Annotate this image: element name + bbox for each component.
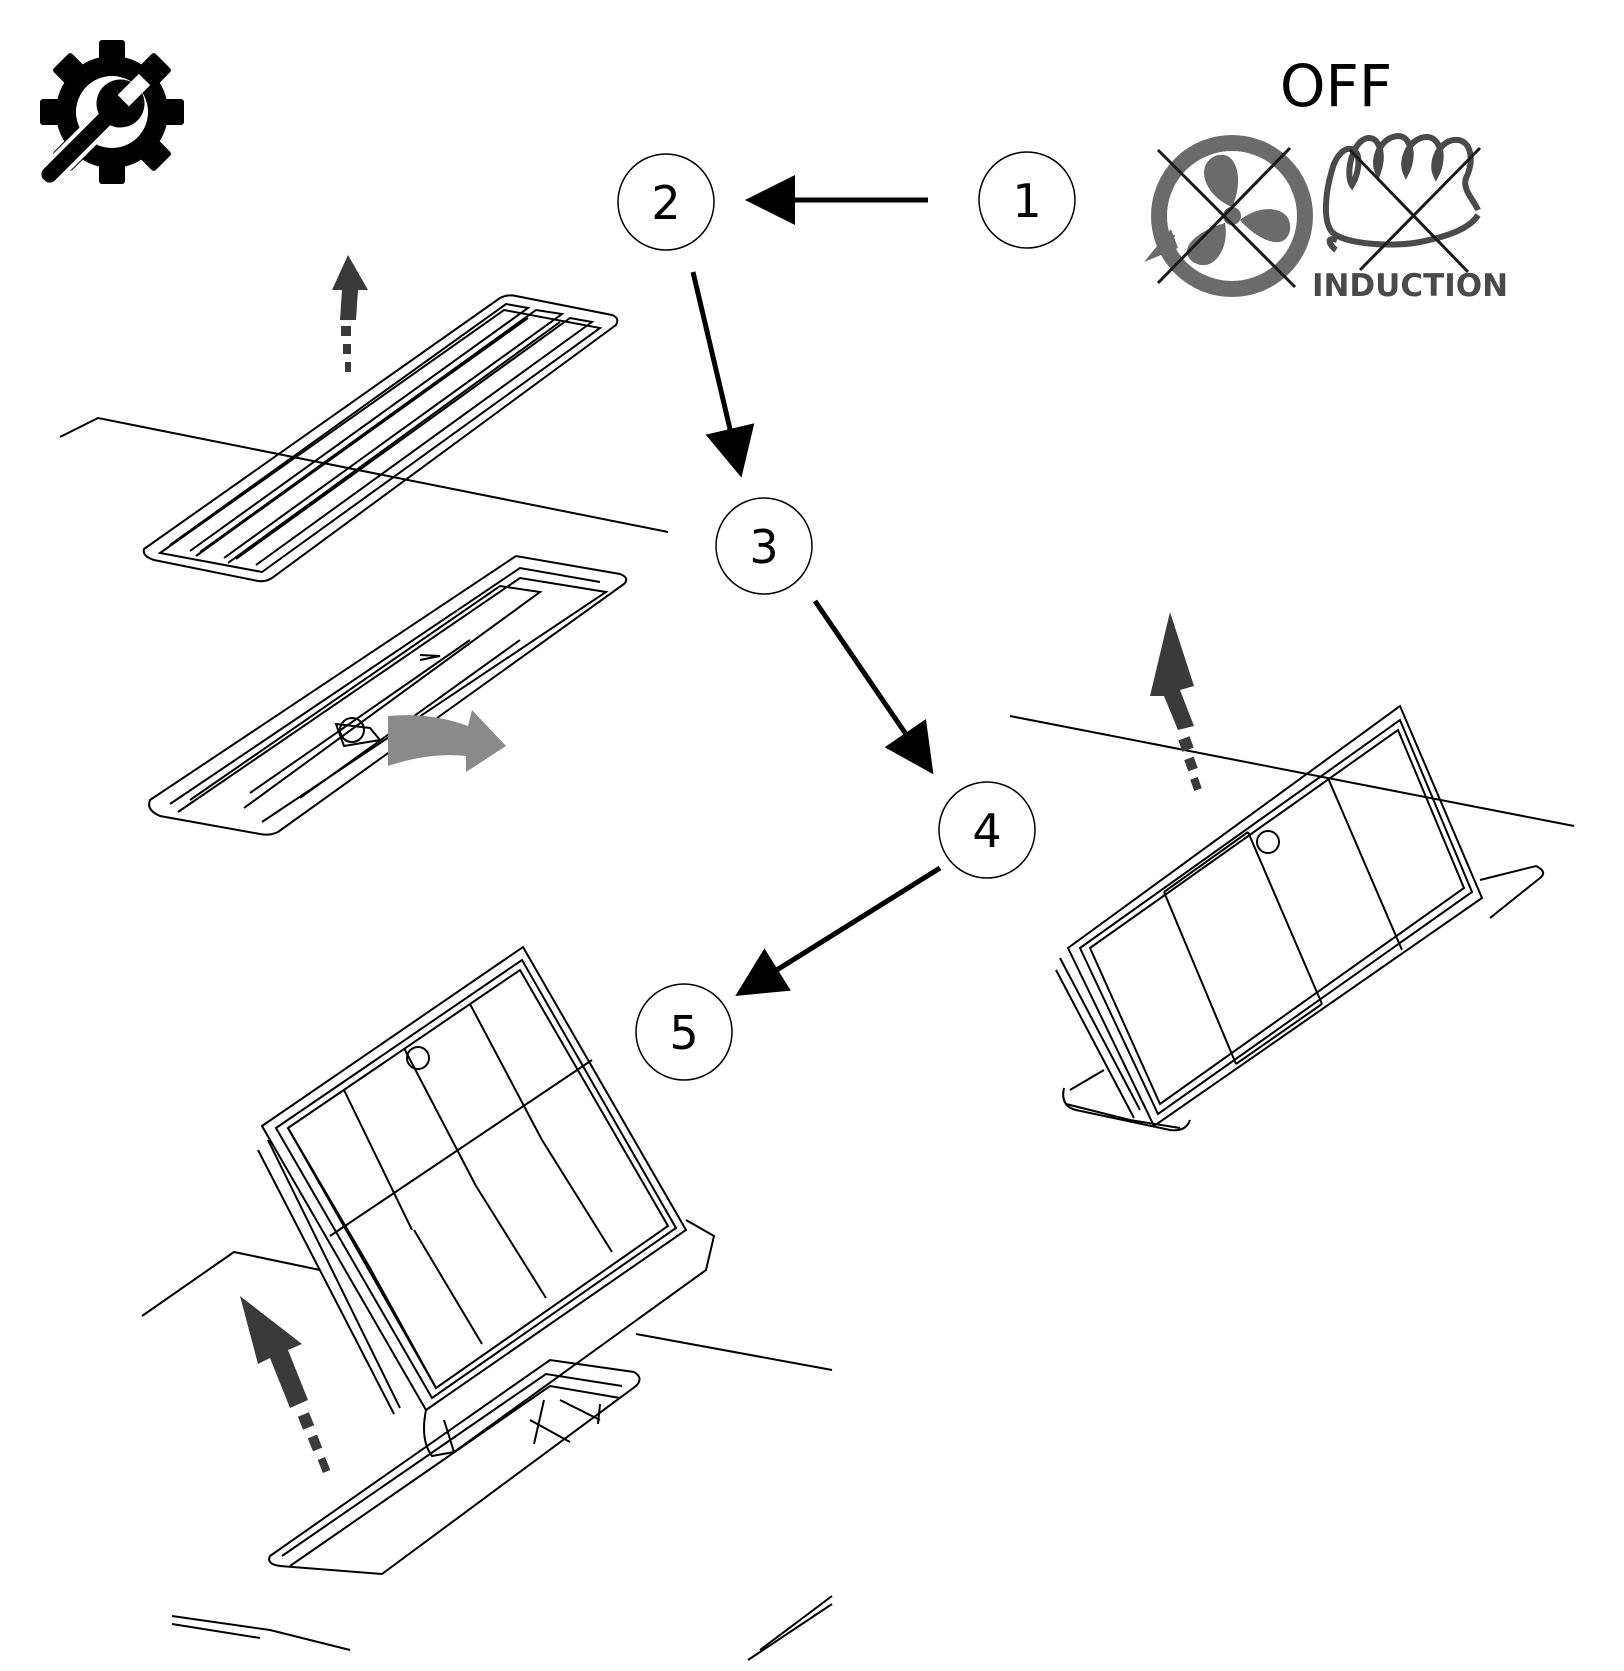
lift-arrow-bottom: [240, 1296, 331, 1473]
filter-housing: [148, 554, 628, 836]
step-2-marker: 2: [617, 153, 715, 251]
induction-coil-icon: [1322, 132, 1481, 253]
step-2-number: 2: [651, 176, 680, 230]
filter-raised-illustration: [1009, 704, 1575, 1132]
vent-grille: [142, 294, 619, 583]
induction-label: INDUCTION: [1312, 268, 1508, 304]
arrow-2-to-3: [690, 271, 755, 478]
step-1-marker: 1: [978, 151, 1076, 249]
step-4-marker: 4: [938, 781, 1036, 879]
step-5-marker: 5: [635, 983, 733, 1081]
step-1-number: 1: [1012, 174, 1041, 228]
sequence-arrows: [690, 175, 942, 996]
arrow-4-to-5: [735, 865, 942, 996]
lift-arrow: [332, 255, 368, 372]
filter-lift-out-illustration: [141, 945, 833, 1661]
step-5-number: 5: [669, 1006, 698, 1060]
gear-wrench-icon: [36, 40, 184, 188]
step-3-marker: 3: [715, 497, 813, 595]
arrow-3-to-4: [812, 599, 934, 775]
extraction-fan-icon: [1144, 135, 1313, 297]
filter-panel: [1066, 704, 1484, 1128]
step-3-number: 3: [749, 520, 778, 574]
grille-removal-illustration: [59, 294, 669, 836]
lift-arrow-right: [1150, 612, 1202, 792]
rotate-clip-arrow: [388, 710, 506, 772]
step-4-number: 4: [972, 804, 1001, 858]
filter-frame: [260, 945, 688, 1412]
off-label: OFF: [1280, 52, 1392, 120]
